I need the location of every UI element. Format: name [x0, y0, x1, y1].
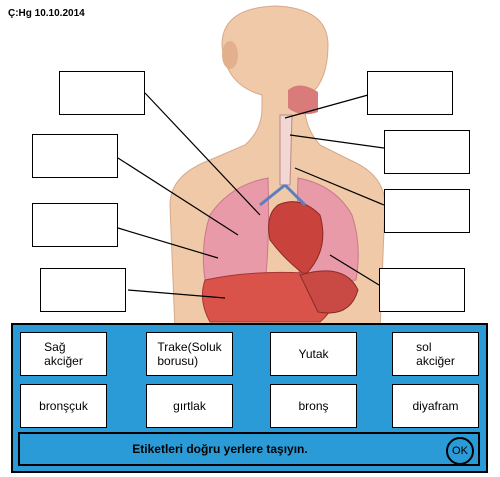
label-chip-bronscuk[interactable]: bronşçuk — [20, 384, 107, 428]
blank-box-left-1[interactable] — [59, 71, 145, 115]
blank-box-left-2[interactable] — [32, 134, 118, 178]
respiratory-diagram — [117, 5, 386, 330]
label-chip-yutak[interactable]: Yutak — [270, 332, 357, 376]
instruction-text: Etiketleri doğru yerlere taşıyın. — [132, 442, 308, 456]
label-chip-girtlak[interactable]: gırtlak — [146, 384, 233, 428]
instruction-bar: Etiketleri doğru yerlere taşıyın. — [18, 432, 480, 466]
blank-box-right-2[interactable] — [384, 130, 470, 174]
airway — [259, 85, 318, 207]
blank-box-right-4[interactable] — [379, 268, 465, 312]
blank-box-right-3[interactable] — [384, 189, 470, 233]
header-date: Ç:Hg 10.10.2014 — [8, 8, 85, 19]
label-chip-diyafram[interactable]: diyafram — [392, 384, 479, 428]
blank-box-right-1[interactable] — [367, 71, 453, 115]
label-chip-brons[interactable]: bronş — [270, 384, 357, 428]
blank-box-left-4[interactable] — [40, 268, 126, 312]
ok-button[interactable]: OK — [446, 437, 474, 465]
stomach — [299, 270, 359, 314]
leader-lines — [117, 92, 385, 299]
blank-box-left-3[interactable] — [32, 203, 118, 247]
